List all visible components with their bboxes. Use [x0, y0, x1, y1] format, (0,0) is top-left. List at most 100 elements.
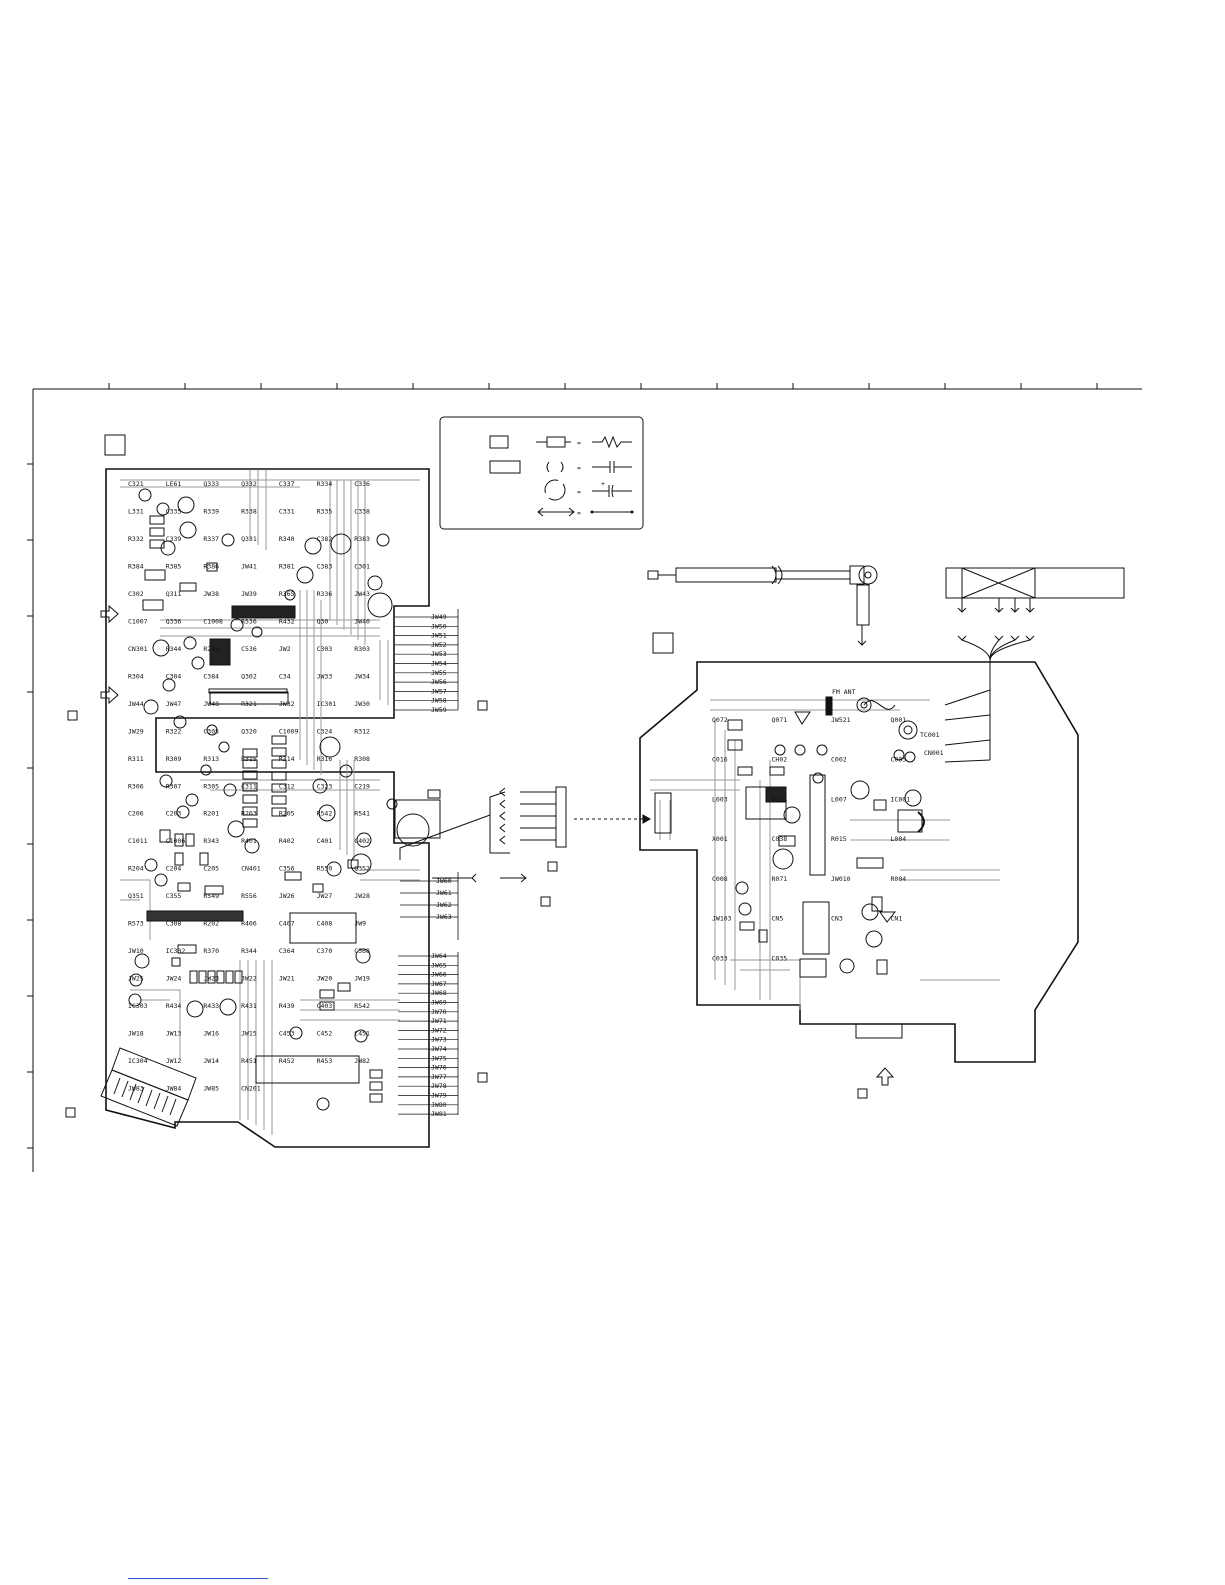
jw-label: JW74: [431, 1045, 447, 1053]
component-label: C339: [166, 535, 182, 543]
component-label: IC303: [128, 1002, 148, 1010]
component-label: JW19: [354, 975, 370, 983]
component-label: JW10: [128, 947, 144, 955]
component-label: R541: [354, 810, 370, 818]
component-label: R312: [354, 727, 370, 735]
jw-label: JW75: [431, 1054, 447, 1062]
jw-label: JW77: [431, 1073, 447, 1081]
component-label: L331: [128, 508, 144, 516]
component-label: R308: [354, 755, 370, 763]
component-label: C302: [128, 590, 144, 598]
component-label: C338: [354, 508, 370, 516]
component-label: JW29: [128, 727, 144, 735]
component-label: R314: [279, 755, 295, 763]
component-label: C355: [166, 892, 182, 900]
svg-text:+: +: [601, 480, 605, 488]
component-label: C203: [166, 810, 182, 818]
component-label: C205: [203, 865, 219, 873]
component-label: C1011: [128, 837, 148, 845]
component-label: C401: [317, 837, 333, 845]
component-label: R305: [203, 782, 219, 790]
component-label: R536: [241, 617, 257, 625]
component-label: C384: [203, 672, 219, 680]
component-label: JW44: [128, 700, 144, 708]
component-label: C364: [279, 947, 295, 955]
component-label: R402: [279, 837, 295, 845]
component-label: R542: [354, 1002, 370, 1010]
resistors-left: [144, 515, 441, 1103]
wire-harness: [399, 786, 652, 883]
jw-label: JW65: [431, 961, 447, 969]
component-label: Q30: [317, 617, 329, 625]
jw-label: JW50: [431, 622, 447, 630]
component-label: C324: [317, 727, 333, 735]
tuner-components: [654, 696, 925, 1039]
component-label: R340: [279, 535, 295, 543]
component-label: CN201: [241, 1085, 261, 1093]
component-label: JW84: [166, 1085, 182, 1093]
component-label: R550: [317, 865, 333, 873]
component-label: JW28: [354, 892, 370, 900]
component-label: JW40: [354, 617, 370, 625]
component-label: C035: [772, 954, 788, 962]
jw-label: JW55: [431, 669, 447, 677]
component-label: C005: [891, 756, 907, 764]
tuner-module: [944, 567, 1125, 763]
component-label: JW2: [279, 645, 291, 653]
jw-label: JW76: [431, 1064, 447, 1072]
component-label: C402: [354, 837, 370, 845]
component-label: R332: [128, 535, 144, 543]
page-frame: [27, 383, 1142, 1172]
cn001-label: CN001: [924, 749, 944, 757]
component-label: CN3: [831, 915, 843, 923]
jw-label: JW63: [436, 913, 452, 921]
component-label: C219: [354, 782, 370, 790]
component-label: R015: [831, 835, 847, 843]
component-label: C370: [317, 947, 333, 955]
component-label: C303: [317, 645, 333, 653]
component-label: JW25: [128, 975, 144, 983]
component-label: JW20: [317, 975, 333, 983]
component-label: R451: [241, 1057, 257, 1065]
component-label: R406: [241, 920, 257, 928]
legend-eq-4: =: [577, 509, 581, 517]
capacitors-left: [128, 488, 430, 1111]
component-label: R385: [166, 562, 182, 570]
component-label: JW47: [166, 700, 182, 708]
component-label: R004: [891, 875, 907, 883]
component-label: R201: [203, 810, 219, 818]
legend: = = = + =: [439, 416, 644, 530]
tuner-traces: [650, 699, 1000, 1010]
legend-eq-1: =: [577, 439, 581, 447]
component-label: R365: [279, 590, 295, 598]
component-label: CN1: [891, 915, 903, 923]
component-label: LE61: [166, 480, 182, 488]
component-label: C312: [279, 782, 295, 790]
component-label: C321: [128, 480, 144, 488]
component-label: C382: [317, 535, 333, 543]
jw-label: JW60: [436, 877, 452, 885]
component-label: JW22: [241, 975, 257, 983]
component-label: R556: [241, 892, 257, 900]
component-label: C337: [279, 480, 295, 488]
component-label: C453: [279, 1030, 295, 1038]
component-label: CH02: [772, 756, 788, 764]
component-label: Q332: [241, 480, 257, 488]
component-label: L004: [891, 835, 907, 843]
component-label: R321: [241, 700, 257, 708]
component-label: R311: [128, 755, 144, 763]
component-label: R202: [203, 920, 219, 928]
component-label: JW30: [354, 700, 370, 708]
component-label: C206: [128, 810, 144, 818]
component-label: C356: [279, 865, 295, 873]
component-label: R024: [772, 795, 788, 803]
component-label: JW48: [203, 700, 219, 708]
board-id-boxes: [65, 434, 868, 1118]
page-link-underline[interactable]: [128, 1578, 268, 1579]
component-label: C407: [279, 920, 295, 928]
component-label: JW14: [203, 1057, 219, 1065]
component-label: R431: [241, 1002, 257, 1010]
component-label: R383: [354, 535, 370, 543]
component-label: R549: [203, 892, 219, 900]
component-label: JW13: [166, 1030, 182, 1038]
